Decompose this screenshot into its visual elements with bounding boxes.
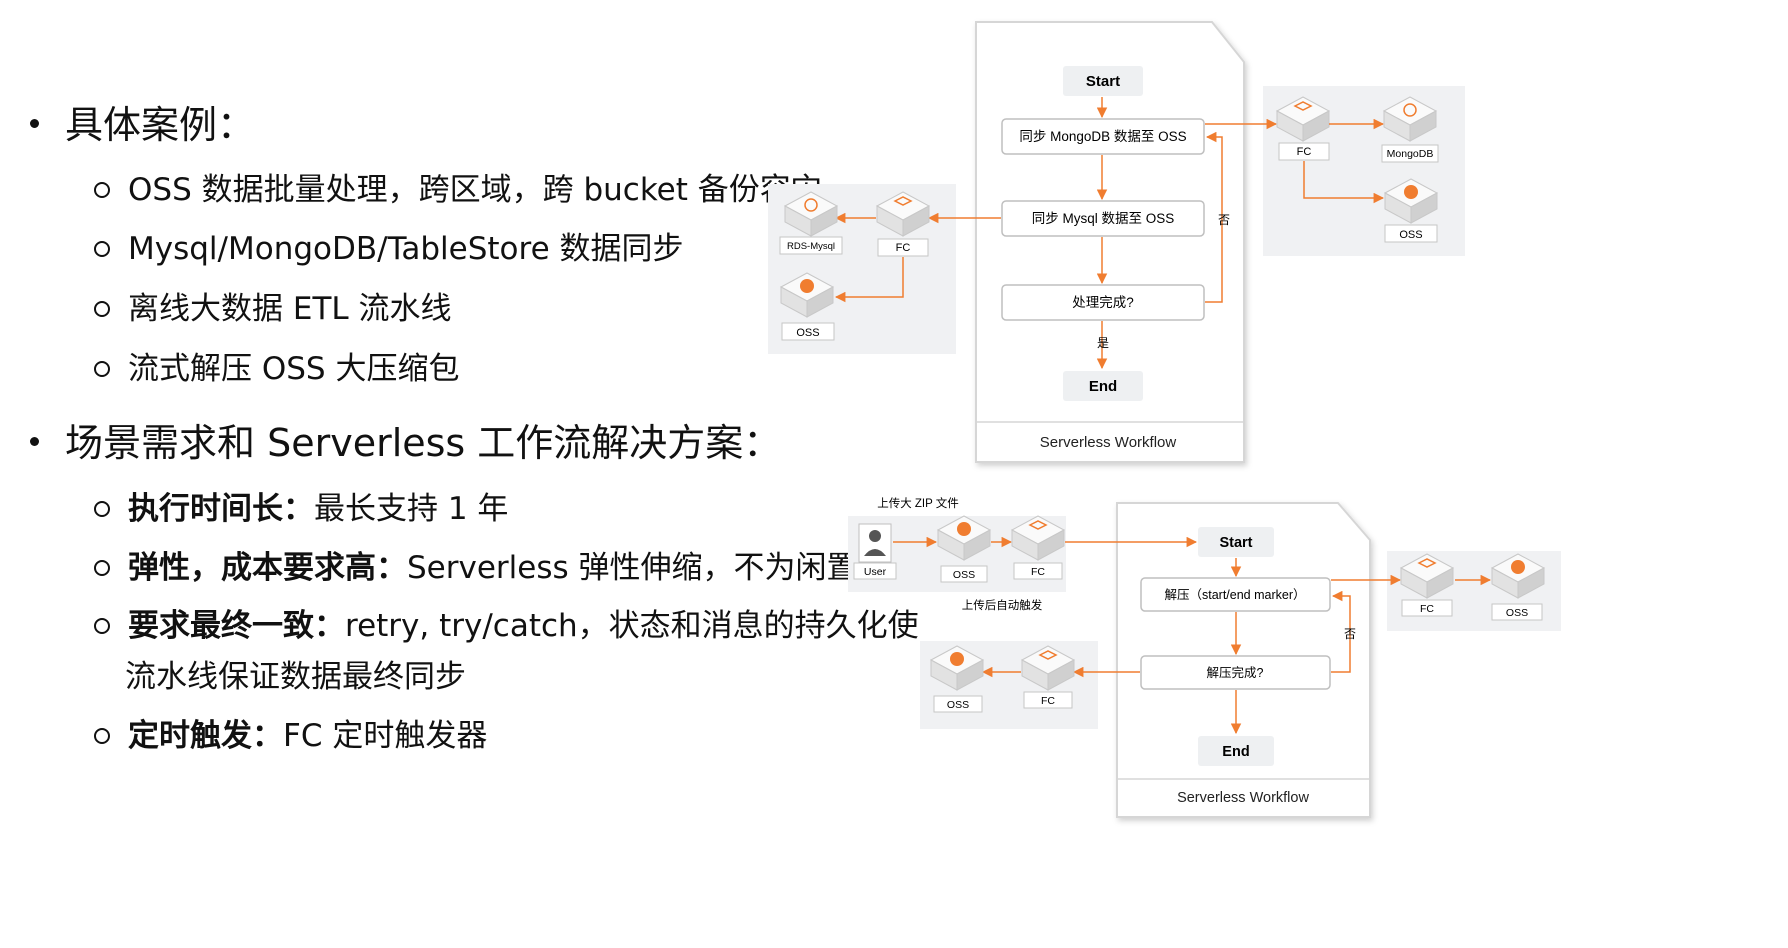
- fc-cube-icon: [1011, 515, 1065, 561]
- user-avatar: [858, 523, 892, 563]
- start-label: Start: [1086, 73, 1120, 90]
- bullet-icon: [30, 437, 39, 446]
- oss-label-box: [1491, 603, 1543, 621]
- fc-cube-icon: [876, 191, 930, 237]
- circle-bullet-icon: [94, 240, 110, 257]
- solution-item: 要求最终一致：retry, try/catch，状态和消息的持久化使: [94, 611, 919, 642]
- oss-label: OSS: [1399, 229, 1422, 241]
- diagram-2: 上传大 ZIP 文件 上传后自动触发 Serverless Workflow U…: [848, 496, 1561, 818]
- start-node: [1198, 527, 1274, 557]
- workflow-footer-label: Serverless Workflow: [1040, 434, 1177, 451]
- heading-cases: 具体案例：: [30, 106, 255, 144]
- fc-label: FC: [1041, 695, 1055, 707]
- fc-label-box: [1013, 562, 1063, 580]
- step-sync-mongodb: [1001, 118, 1205, 155]
- step-sync-mysql-label: 同步 Mysql 数据至 OSS: [1032, 211, 1175, 226]
- decision-node: [1140, 655, 1331, 690]
- end-node: [1198, 736, 1274, 766]
- solution-item-continued: 流水线保证数据最终同步: [125, 659, 466, 695]
- start-node: [1063, 66, 1143, 96]
- oss-cube-icon: [937, 515, 991, 561]
- fc-label-box: [1401, 599, 1453, 617]
- mongodb-cube-icon: [1383, 96, 1437, 142]
- oss-cube-icon: [1491, 553, 1545, 599]
- decision-label: 解压完成?: [1207, 665, 1264, 680]
- step-unzip: [1140, 577, 1331, 612]
- rds-mysql-label-box: [779, 236, 843, 255]
- diagram-1: Serverless Workflow Start 同步 MongoDB 数据至…: [768, 21, 1465, 463]
- solution-item: 弹性，成本要求高：Serverless 弹性伸缩，不为闲置付费: [94, 553, 920, 584]
- fc-label-box: [1023, 691, 1073, 709]
- fc-label: FC: [1420, 603, 1434, 615]
- circle-bullet-icon: [94, 727, 110, 744]
- oss-label-box: [781, 322, 835, 341]
- fc-cube-icon: [1021, 645, 1075, 691]
- oss-cube-icon: [1384, 178, 1438, 224]
- rds-mysql-label: RDS-Mysql: [787, 241, 835, 252]
- mongodb-label: MongoDB: [1387, 148, 1434, 160]
- auto-trigger-label: 上传后自动触发: [962, 598, 1043, 612]
- case-item: 流式解压 OSS 大压缩包: [94, 354, 459, 385]
- start-label: Start: [1219, 535, 1252, 551]
- circle-bullet-icon: [94, 617, 110, 634]
- solution-item: 定时触发：FC 定时触发器: [94, 721, 487, 752]
- oss-cube-icon: [780, 272, 834, 318]
- case-item: 离线大数据 ETL 流水线: [94, 294, 452, 325]
- fc-cube-icon: [1276, 96, 1330, 142]
- circle-bullet-icon: [94, 559, 110, 576]
- yes-label: 是: [1097, 336, 1109, 350]
- no-label: 否: [1344, 627, 1356, 641]
- case-item: OSS 数据批量处理，跨区域，跨 bucket 备份容灾: [94, 175, 822, 206]
- fc-label: FC: [1031, 566, 1045, 578]
- end-label: End: [1222, 744, 1249, 760]
- heading-solution: 场景需求和 Serverless 工作流解决方案：: [30, 424, 781, 462]
- user-label-box: [853, 562, 897, 580]
- fc-cube-icon: [1400, 553, 1454, 599]
- circle-bullet-icon: [94, 360, 110, 377]
- oss-label-box: [933, 695, 983, 713]
- circle-bullet-icon: [94, 500, 110, 517]
- solution-item: 执行时间长：最长支持 1 年: [94, 494, 508, 525]
- step-sync-mongodb-label: 同步 MongoDB 数据至 OSS: [1019, 129, 1186, 144]
- end-node: [1063, 371, 1143, 401]
- decision-node: [1001, 284, 1205, 321]
- user-label: User: [864, 566, 887, 578]
- user-icon: [869, 530, 881, 542]
- fc-label-box: [1278, 142, 1330, 161]
- bullet-icon: [30, 119, 39, 128]
- oss-label-box: [1384, 224, 1438, 243]
- workflow-footer-label: Serverless Workflow: [1177, 790, 1309, 806]
- no-label: 否: [1218, 213, 1230, 227]
- step-sync-mysql: [1001, 200, 1205, 237]
- oss-label: OSS: [947, 699, 969, 711]
- oss-label: OSS: [1506, 607, 1528, 619]
- end-label: End: [1089, 378, 1117, 395]
- rds-mysql-cube-icon: [784, 191, 838, 237]
- upload-label: 上传大 ZIP 文件: [877, 496, 959, 510]
- mongodb-label-box: [1381, 144, 1439, 163]
- oss-label: OSS: [953, 569, 975, 581]
- fc-label: FC: [1297, 146, 1312, 158]
- fc-label: FC: [896, 242, 911, 254]
- oss-label-box: [940, 565, 988, 583]
- oss-cube-icon: [930, 645, 984, 691]
- circle-bullet-icon: [94, 181, 110, 198]
- oss-label: OSS: [796, 327, 819, 339]
- case-item: Mysql/MongoDB/TableStore 数据同步: [94, 234, 684, 265]
- circle-bullet-icon: [94, 300, 110, 317]
- fc-label-box: [877, 238, 929, 257]
- step-unzip-label: 解压（start/end marker）: [1164, 588, 1305, 602]
- decision-label: 处理完成?: [1072, 295, 1134, 310]
